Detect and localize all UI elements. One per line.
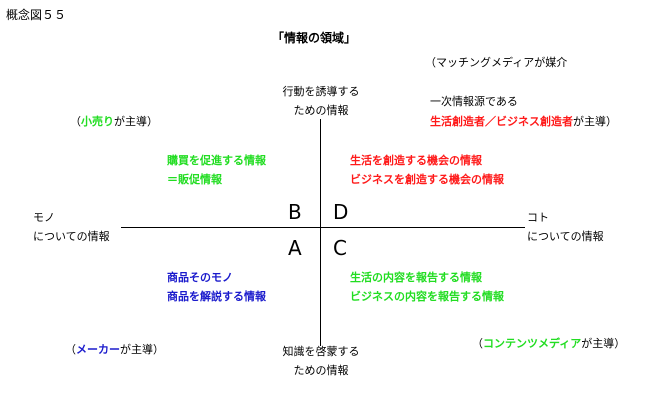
corner-top-left-rest: が主導） <box>114 115 158 128</box>
corner-top-right-rest: が主導） <box>573 115 617 128</box>
quadrant-c-text: 生活の内容を報告する情報 ビジネスの内容を報告する情報 <box>350 272 504 302</box>
corner-bottom-right-rest: が主導） <box>581 337 626 350</box>
corner-bottom-right-open: （ <box>472 337 483 350</box>
corner-top-left: （小売りが主導） <box>70 116 158 127</box>
corner-bottom-left-highlight: メーカー <box>76 343 120 356</box>
axis-label-left-line1: モノ <box>33 211 55 224</box>
vertical-axis <box>320 119 321 346</box>
axis-label-top-line2: ための情報 <box>293 104 349 117</box>
quadrant-b-text: 購買を促進する情報 ＝販促情報 <box>167 155 266 185</box>
quadrant-c-line1: 生活の内容を報告する情報 <box>350 271 482 284</box>
quadrant-a-line1: 商品そのモノ <box>167 271 233 284</box>
quadrant-d-line1: 生活を創造する機会の情報 <box>350 154 482 167</box>
axis-label-bottom-line2: ための情報 <box>293 364 349 377</box>
corner-top-right-line1: 一次情報源である <box>430 95 518 108</box>
diagram-title: 「情報の領域」 <box>272 31 357 45</box>
quadrant-a-text: 商品そのモノ 商品を解説する情報 <box>167 272 266 302</box>
corner-top-right-line2: 生活創造者／ビジネス創造者が主導） <box>430 116 617 127</box>
quadrant-a-line2: 商品を解説する情報 <box>167 290 266 303</box>
axis-label-top-line1: 行動を誘導する <box>282 85 360 98</box>
corner-top-left-open: （ <box>70 115 81 128</box>
axis-label-bottom: 知識を啓蒙する ための情報 <box>270 346 372 376</box>
axis-label-right-line2: についての情報 <box>527 230 604 243</box>
corner-top-left-highlight: 小売り <box>81 115 114 128</box>
quadrant-b-line1: 購買を促進する情報 <box>167 154 266 167</box>
quadrant-letter-c: C <box>333 236 347 260</box>
corner-bottom-left-rest: が主導） <box>120 343 164 356</box>
axis-label-left: モノ についての情報 <box>33 212 110 242</box>
corner-bottom-right: （コンテンツメディアが主導） <box>472 338 625 349</box>
axis-label-top: 行動を誘導する ための情報 <box>270 86 372 116</box>
corner-bottom-right-highlight: コンテンツメディア <box>483 337 582 350</box>
quadrant-letter-b: B <box>288 200 302 224</box>
figure-label: 概念図５５ <box>6 8 67 22</box>
quadrant-d-line2: ビジネスを創造する機会の情報 <box>350 173 504 186</box>
quadrant-letter-a: A <box>288 236 302 260</box>
quadrant-b-line2: ＝販促情報 <box>167 173 222 186</box>
corner-bottom-left-open: （ <box>65 343 76 356</box>
axis-label-right: コト についての情報 <box>527 212 604 242</box>
axis-label-left-line2: についての情報 <box>33 230 110 243</box>
axis-label-bottom-line1: 知識を啓蒙する <box>282 345 360 358</box>
quadrant-letter-d: D <box>333 200 349 224</box>
quadrant-d-text: 生活を創造する機会の情報 ビジネスを創造する機会の情報 <box>350 155 504 185</box>
horizontal-axis <box>121 227 525 228</box>
corner-bottom-left: （メーカーが主導） <box>65 344 164 355</box>
corner-top-right-media: （マッチングメディアが媒介 <box>425 56 568 69</box>
corner-top-right-highlight: 生活創造者／ビジネス創造者 <box>430 115 573 128</box>
quadrant-c-line2: ビジネスの内容を報告する情報 <box>350 290 504 303</box>
axis-label-right-line1: コト <box>527 211 549 224</box>
